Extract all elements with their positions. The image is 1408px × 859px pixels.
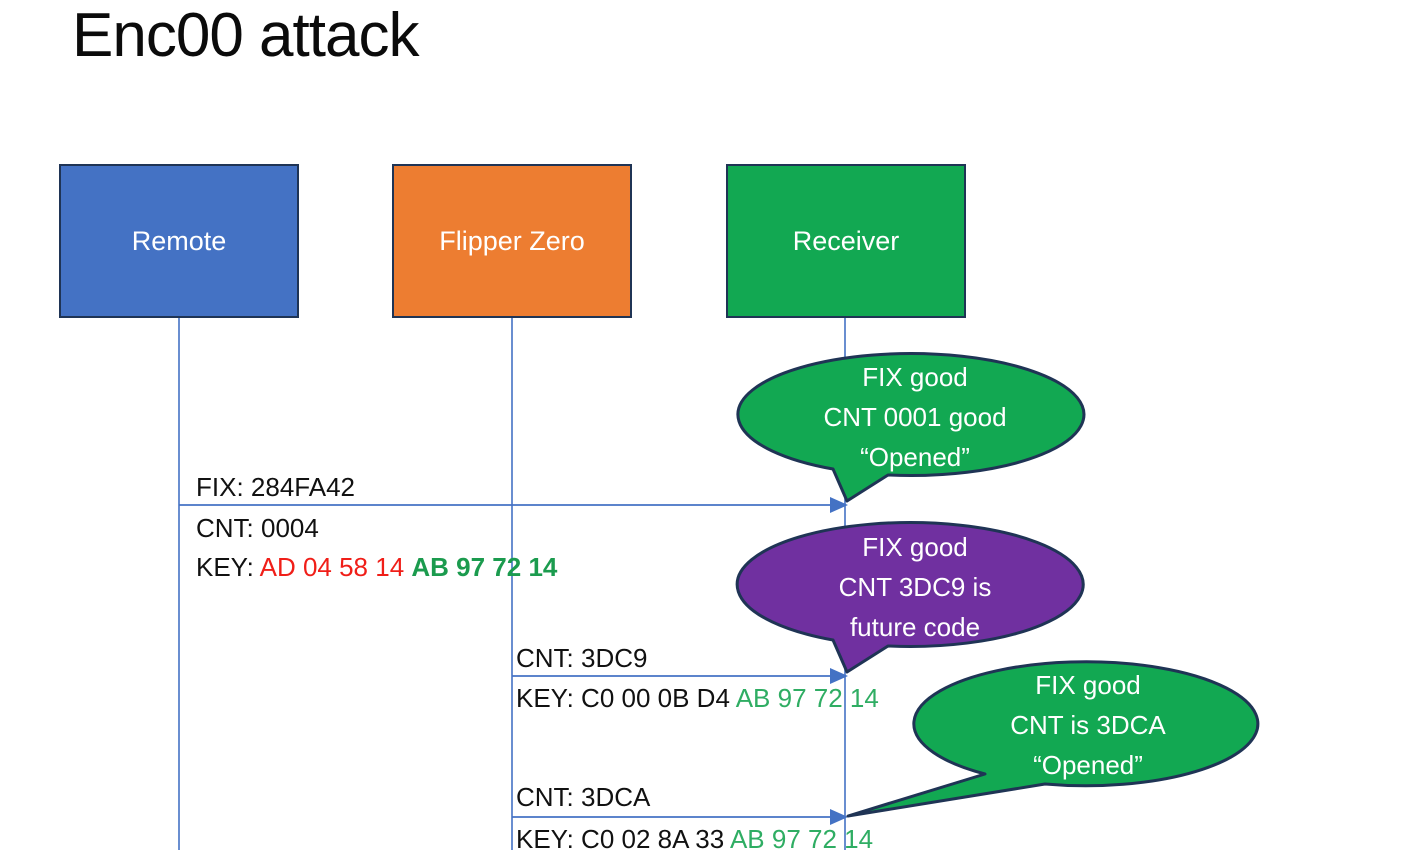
callout-3-line-2: CNT is 3DCA <box>1010 710 1166 740</box>
message-1-key-label: KEY: AD 04 58 14 AB 97 72 14 <box>196 552 558 582</box>
callout-2-line-3: future code <box>849 612 981 642</box>
arrow-message-2 <box>512 668 848 684</box>
message-1-cnt-label: CNT: 0004 <box>196 513 319 543</box>
callout-text-1: FIX good CNT 0001 good “Opened” <box>760 357 1070 477</box>
message-2-key-label: KEY: C0 00 0B D4 AB 97 72 14 <box>516 683 879 713</box>
arrowhead-icon <box>830 668 848 684</box>
callout-1-line-1: FIX good <box>862 362 968 392</box>
message-3-cnt-label: CNT: 3DCA <box>516 782 651 812</box>
callout-3-line-3: “Opened” <box>1033 750 1143 780</box>
callout-text-3: FIX good CNT is 3DCA “Opened” <box>933 665 1243 785</box>
arrow-message-3 <box>512 809 848 825</box>
page-title: Enc00 attack <box>72 1 419 70</box>
callout-bubble-green-2 <box>846 660 1260 818</box>
actor-box-receiver: Receiver <box>726 164 966 318</box>
callout-bubble-purple <box>735 521 1085 674</box>
message-3-key-label: KEY: C0 02 8A 33 AB 97 72 14 <box>516 824 874 854</box>
callout-3-line-1: FIX good <box>1035 670 1141 700</box>
message-2-cnt-label: CNT: 3DC9 <box>516 643 648 673</box>
arrow-message-1 <box>179 497 848 513</box>
callout-1-line-3: “Opened” <box>860 442 970 472</box>
message-1-fix-label: FIX: 284FA42 <box>196 472 355 502</box>
actor-label-flipper-zero: Flipper Zero <box>439 225 585 256</box>
actor-box-flipper-zero: Flipper Zero <box>392 164 632 318</box>
actor-label-remote: Remote <box>131 225 227 256</box>
callout-2-line-1: FIX good <box>862 532 968 562</box>
callout-bubble-green-1 <box>736 352 1086 503</box>
actor-box-remote: Remote <box>59 164 299 318</box>
arrowhead-icon <box>830 497 848 513</box>
actor-label-receiver: Receiver <box>792 225 900 256</box>
arrowhead-icon <box>830 809 848 825</box>
callout-text-2: FIX good CNT 3DC9 is future code <box>760 527 1070 647</box>
callout-1-line-2: CNT 0001 good <box>823 402 1007 432</box>
callout-2-line-2: CNT 3DC9 is <box>838 572 992 602</box>
